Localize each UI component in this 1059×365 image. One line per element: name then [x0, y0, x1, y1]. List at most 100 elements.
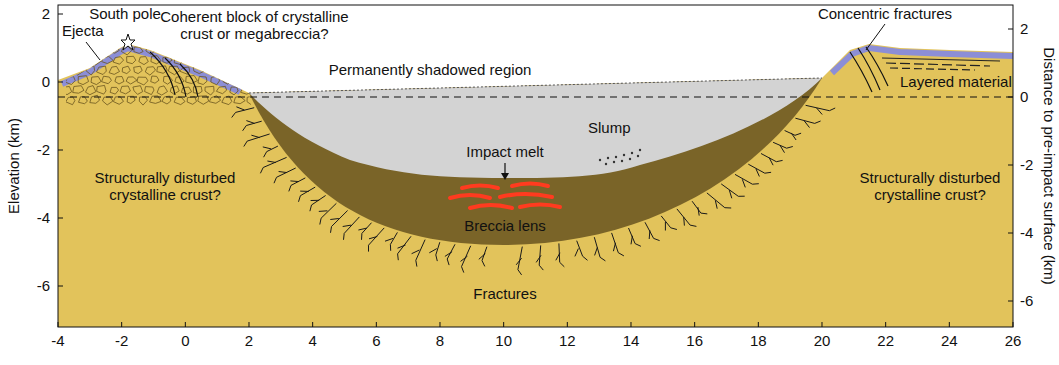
fracture	[343, 233, 345, 239]
breccia-block	[61, 46, 71, 55]
fracture	[631, 236, 632, 245]
fracture	[416, 260, 417, 266]
breccia-block	[157, 86, 167, 95]
breccia-block	[103, 36, 112, 45]
label-box: -2	[1020, 156, 1033, 173]
fracture	[516, 258, 521, 265]
label-box: 0	[181, 332, 189, 349]
tick	[503, 322, 504, 327]
rim-fractures	[150, 47, 888, 97]
tick-label: 0	[42, 73, 50, 90]
tick	[376, 322, 377, 327]
breccia-block	[120, 86, 130, 94]
fracture	[277, 168, 296, 177]
label-box: Coherent block of crystalline crust or m…	[152, 8, 357, 43]
fracture	[461, 256, 468, 261]
fracture	[629, 228, 636, 244]
fracture	[701, 213, 707, 215]
fracture	[635, 244, 641, 247]
tick-label: -2	[115, 332, 128, 349]
fracture	[319, 210, 328, 212]
breccia-block	[109, 46, 119, 53]
tick-label: 26	[1005, 332, 1022, 349]
fracture	[707, 193, 725, 208]
fracture	[654, 238, 660, 240]
tick	[1008, 233, 1013, 234]
fracture	[445, 252, 452, 257]
tick-label: -2	[1020, 156, 1033, 173]
tick	[185, 322, 186, 327]
callout-label: Coherent block of crystalline crust or m…	[160, 8, 348, 42]
label-box: Distance to pre-impact surface (km)	[1040, 47, 1057, 285]
fracture	[804, 121, 809, 128]
fracture	[267, 146, 278, 152]
fracture	[791, 133, 796, 140]
tick	[949, 322, 950, 327]
fracture	[665, 222, 666, 231]
breccia-block	[193, 87, 202, 94]
breccia-block	[96, 47, 107, 54]
tick	[758, 322, 759, 327]
ejecta-layer	[62, 48, 240, 92]
breccia-block	[97, 66, 107, 74]
fracture	[290, 180, 299, 182]
fracture	[369, 237, 377, 239]
breccia-block	[234, 97, 245, 104]
tick-label: -4	[1020, 224, 1033, 241]
tick	[630, 322, 631, 327]
tick-label: -2	[37, 141, 50, 158]
breccia-block	[234, 77, 245, 85]
fracture	[447, 259, 449, 265]
fracture	[246, 121, 254, 124]
axis-title: Distance to pre-impact surface (km)	[1041, 47, 1058, 285]
breccia-block	[210, 55, 219, 63]
fracture	[299, 196, 301, 202]
fracture	[263, 147, 271, 149]
crust-ground	[58, 5, 1013, 327]
fracture	[397, 254, 399, 260]
breccia-block	[182, 47, 192, 56]
breccia-block	[113, 57, 123, 64]
breccia-block	[78, 76, 88, 85]
breccia-block	[242, 67, 251, 75]
breccia-block	[102, 56, 114, 63]
fracture	[683, 217, 685, 226]
fracture	[671, 228, 677, 230]
fracture	[748, 164, 765, 173]
tick-label: 18	[750, 332, 767, 349]
fracture	[765, 172, 771, 174]
breccia-block	[168, 47, 179, 56]
fracture	[539, 265, 543, 270]
label-box: -6	[37, 277, 50, 294]
tick-label: 10	[495, 332, 512, 349]
tick	[439, 322, 440, 327]
label-box: 0	[1020, 88, 1028, 105]
fracture	[479, 254, 486, 260]
label-box: Layered material	[900, 73, 1012, 90]
tick	[248, 322, 249, 327]
breccia-block	[163, 35, 171, 44]
fracture	[787, 147, 793, 149]
breccia-block	[110, 87, 119, 94]
fracture	[260, 168, 263, 174]
tick	[58, 218, 63, 219]
label-box: Permanently shadowed region	[329, 61, 532, 78]
label-box: 14	[623, 332, 640, 349]
fracture	[738, 196, 744, 197]
label-box: 20	[814, 332, 831, 349]
breccia-block	[103, 97, 113, 105]
label-box: -2	[37, 141, 50, 158]
fracture	[829, 108, 835, 111]
breccia-block	[211, 76, 220, 85]
fracture	[518, 270, 522, 275]
breccia-block	[174, 97, 185, 104]
tick	[58, 286, 63, 287]
breccia-block	[102, 76, 112, 84]
tick-label: -6	[37, 277, 50, 294]
callout-label: Layered material	[900, 73, 1012, 90]
breccia-block	[62, 87, 72, 95]
fracture	[815, 121, 821, 123]
fracture	[436, 255, 438, 261]
breccia-block	[133, 86, 143, 95]
